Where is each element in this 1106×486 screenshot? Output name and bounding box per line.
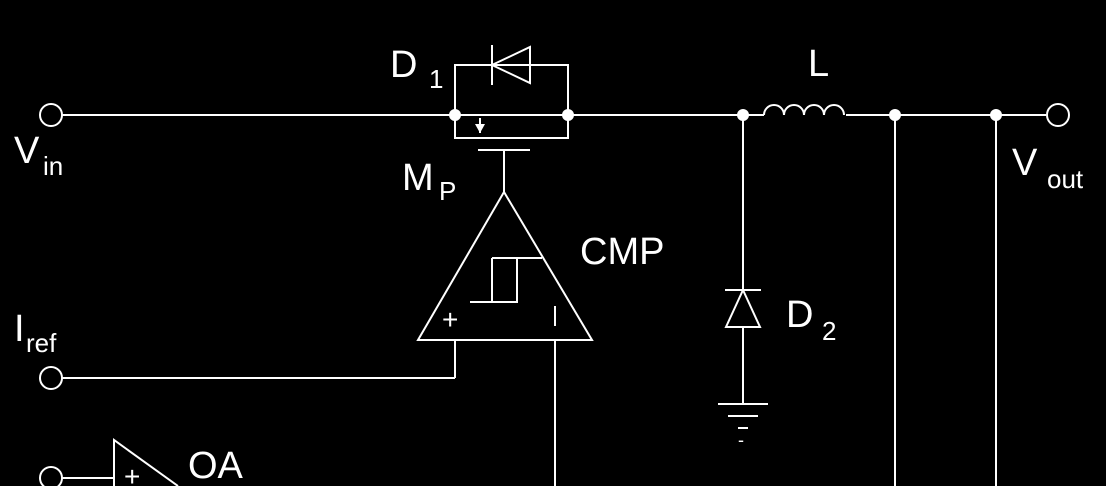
oa-plus-label: + xyxy=(124,461,140,486)
oa-label: OA xyxy=(188,445,244,486)
opamp-oa xyxy=(39,438,179,486)
d1-label: D xyxy=(390,44,417,86)
mp-label: M xyxy=(402,157,434,199)
vin-label: V xyxy=(14,130,40,172)
iref-label-sub: ref xyxy=(26,328,57,358)
vout-terminal xyxy=(1046,103,1070,127)
mp-label-sub: P xyxy=(439,176,456,206)
d2-label: D xyxy=(786,294,813,336)
cmp-label: CMP xyxy=(580,231,664,273)
iref-terminal xyxy=(39,366,63,390)
d2-label-sub: 2 xyxy=(822,316,836,346)
ground-minus-label: - xyxy=(738,430,744,450)
cmp-plus-label: + xyxy=(442,304,458,335)
diode-d1 xyxy=(454,45,569,115)
l-label: L xyxy=(808,43,829,85)
ground-icon xyxy=(718,403,768,429)
inductor-l xyxy=(763,100,846,116)
vin-label-sub: in xyxy=(43,151,63,181)
transistor-mp xyxy=(454,115,569,192)
vout-label-sub: out xyxy=(1047,164,1084,194)
vin-terminal xyxy=(39,103,63,127)
iref-label: I xyxy=(14,308,25,350)
comparator-cmp xyxy=(416,190,594,486)
d1-label-sub: 1 xyxy=(429,64,443,94)
diode-d2 xyxy=(724,115,762,404)
vout-label: V xyxy=(1012,142,1038,184)
